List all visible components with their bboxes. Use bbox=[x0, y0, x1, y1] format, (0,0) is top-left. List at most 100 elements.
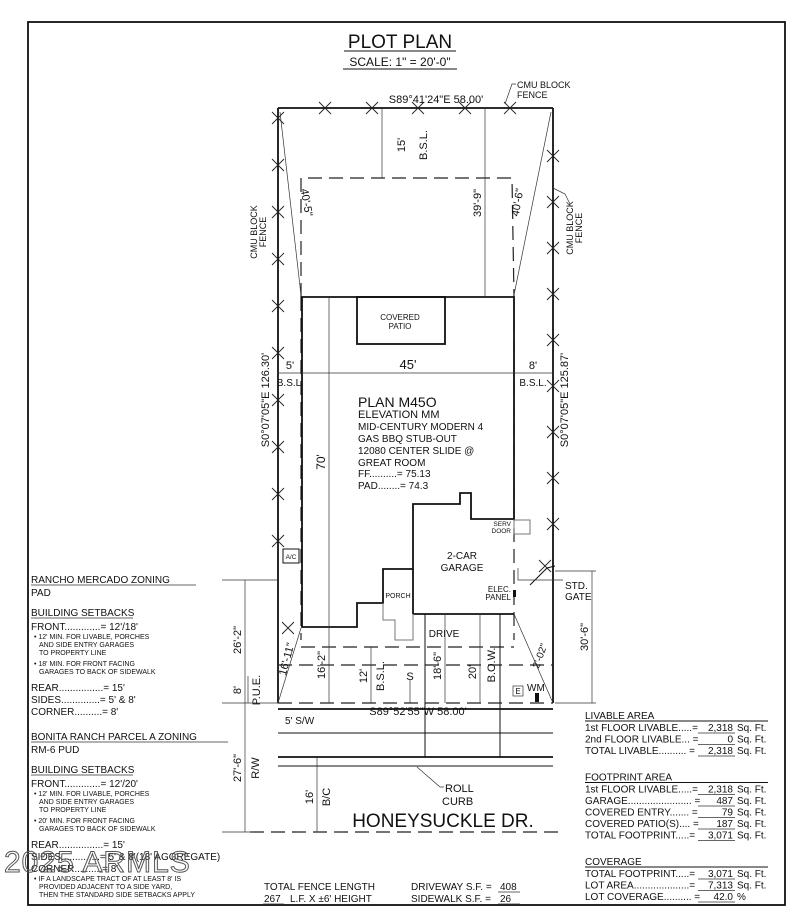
ff-elevation: FF..........= 75.13 bbox=[358, 469, 431, 480]
covered-patio-label: PATIO bbox=[389, 322, 412, 331]
area-row-unit: Sq. Ft. bbox=[737, 819, 766, 830]
bc-label: B/C bbox=[321, 788, 333, 806]
std-gate-label: STD. bbox=[565, 581, 588, 592]
setback-rear: REAR................= 15' bbox=[31, 683, 125, 694]
fence-length: 267 bbox=[264, 894, 281, 905]
plan-name: PLAN M45O bbox=[358, 394, 437, 410]
dim-bc: 16' bbox=[304, 790, 316, 804]
dim-rw: 27'-6" bbox=[232, 754, 244, 782]
right-bearing: S0°07'05"E 125.87' bbox=[559, 353, 571, 447]
area-row-label: 1st FLOOR LIVABLE.....= bbox=[585, 723, 698, 734]
setbacks-title: BUILDING SETBACKS bbox=[31, 608, 135, 619]
area-row-label: GARAGE....................... = bbox=[585, 796, 700, 807]
area-row-unit: Sq. Ft. bbox=[737, 723, 766, 734]
setback-sides: SIDES..............= 5' & 8'(13' AGGREGA… bbox=[31, 852, 220, 863]
area-row-unit: % bbox=[737, 892, 746, 903]
fence-label-right: CMU BLOCK FENCE bbox=[552, 187, 584, 255]
area-title: FOOTPRINT AREA bbox=[585, 773, 672, 784]
fence-x-mark bbox=[503, 101, 517, 115]
garage-label: GARAGE bbox=[441, 563, 484, 574]
area-row-unit: Sq. Ft. bbox=[737, 785, 766, 796]
area-row-label: TOTAL LIVABLE.......... = bbox=[585, 746, 695, 757]
fence-label-left: CMU BLOCK FENCE bbox=[249, 205, 268, 259]
serv-door-label: SERV bbox=[493, 521, 511, 528]
area-row-value: 487 bbox=[716, 796, 733, 807]
fence-x-mark bbox=[271, 205, 285, 219]
driveway-sf-label: DRIVEWAY S.F. = bbox=[411, 882, 492, 893]
dim-bow: 20' bbox=[467, 665, 479, 679]
sidewalk-sf-label: SIDEWALK S.F. = bbox=[411, 894, 491, 905]
fence-x-mark bbox=[546, 149, 560, 163]
fence-x-mark bbox=[271, 158, 285, 172]
fence-x-mark bbox=[365, 101, 379, 115]
setback-note: PROVIDED ADJACENT TO A SIDE YARD, bbox=[39, 884, 172, 891]
zoning-title: RANCHO MERCADO ZONING bbox=[31, 575, 170, 586]
area-row-unit: Sq. Ft. bbox=[737, 796, 766, 807]
svg-text:FENCE: FENCE bbox=[258, 217, 268, 248]
dim-left-bsl: B.S.L bbox=[277, 378, 302, 389]
e-label: E bbox=[515, 687, 520, 696]
area-row-label: TOTAL FOOTPRINT.....= bbox=[585, 869, 695, 880]
plan-note: 12080 CENTER SLIDE @ bbox=[358, 446, 474, 457]
dim-left-side: 5' bbox=[286, 360, 294, 372]
dim-left-outer: 26'-2" bbox=[232, 626, 244, 654]
plan-note: GAS BBQ STUB-OUT bbox=[358, 434, 457, 445]
plan-note: MID-CENTURY MODERN 4 bbox=[358, 422, 484, 433]
roll-curb-label: CURB bbox=[442, 796, 473, 808]
front-bsl-label: B.S.L. bbox=[375, 661, 387, 691]
setbacks-title: BUILDING SETBACKS bbox=[31, 765, 135, 776]
fence-x-mark bbox=[271, 393, 285, 407]
dim-drive: 18'-6" bbox=[432, 652, 444, 680]
serv-door-label: DOOR bbox=[492, 528, 512, 535]
roll-curb-leader bbox=[416, 766, 444, 788]
driveway-sf-value: 408 bbox=[500, 882, 517, 893]
serv-door bbox=[513, 519, 531, 535]
setback-note: GARAGES TO BACK OF SIDEWALK bbox=[39, 669, 156, 676]
svg-text:CMU BLOCK: CMU BLOCK bbox=[249, 205, 259, 259]
dim-rear-setback: 15' bbox=[396, 138, 408, 152]
fence-x-mark bbox=[546, 287, 560, 301]
area-title: COVERAGE bbox=[585, 857, 642, 868]
fence-x-mark bbox=[546, 517, 560, 531]
lot-boundary bbox=[277, 107, 554, 704]
pue-label: P.U.E. bbox=[251, 675, 263, 705]
fence-markers bbox=[271, 101, 560, 635]
setback-note: TO PROPERTY LINE bbox=[39, 650, 107, 657]
fence-x-mark bbox=[546, 241, 560, 255]
dimension-lines bbox=[222, 108, 596, 833]
zoning-code: RM-6 PUD bbox=[31, 745, 79, 756]
svg-text:CMU BLOCK: CMU BLOCK bbox=[517, 80, 571, 90]
area-row-label: 2nd FLOOR LIVABLE... = bbox=[585, 735, 699, 746]
dim-left-front-diag: 16'-11" bbox=[277, 641, 297, 676]
area-row-label: LOT AREA....................= bbox=[585, 881, 695, 892]
water-meter-label: WM bbox=[527, 683, 545, 694]
fence-x-mark bbox=[271, 346, 285, 360]
rear-bearing: S89°41'24"E 58.00' bbox=[389, 94, 483, 106]
setback-note: TO PROPERTY LINE bbox=[39, 807, 107, 814]
house-outline bbox=[301, 296, 515, 628]
front-bearing: S89°52'55"W 58.00' bbox=[369, 706, 467, 718]
setback-front: FRONT.............= 12'/20' bbox=[31, 779, 138, 790]
area-row-label: COVERED PATIO(S).... = bbox=[585, 819, 699, 830]
sidewalk-label: 5' S/W bbox=[285, 716, 315, 727]
dim-diag-left: 40'-5" bbox=[298, 188, 315, 218]
setback-note: • 18' MIN. FOR FRONT FACING bbox=[34, 661, 135, 668]
area-row-value: 3,071 bbox=[708, 869, 733, 880]
area-row-value: 0 bbox=[727, 735, 733, 746]
fence-x-mark bbox=[271, 487, 285, 501]
pad-elevation: PAD........= 74.3 bbox=[358, 481, 429, 492]
setback-note: • 12' MIN. FOR LIVABLE, PORCHES bbox=[34, 634, 150, 641]
setback-corner: CORNER..........= 8' bbox=[31, 707, 118, 718]
std-gate bbox=[529, 565, 556, 586]
area-row-value: 79 bbox=[722, 808, 734, 819]
watermark: 2025 ARMLS bbox=[4, 846, 191, 879]
fence-x-mark bbox=[271, 252, 285, 266]
svg-text:CMU BLOCK: CMU BLOCK bbox=[565, 201, 575, 255]
s-label: S bbox=[406, 671, 413, 683]
area-row-value: 2,318 bbox=[708, 723, 733, 734]
fence-x-mark bbox=[271, 299, 285, 313]
sidewalk-sf-value: 26 bbox=[500, 894, 512, 905]
area-row-label: LOT COVERAGE.......... = bbox=[585, 892, 700, 903]
fence-x-mark bbox=[458, 101, 472, 115]
